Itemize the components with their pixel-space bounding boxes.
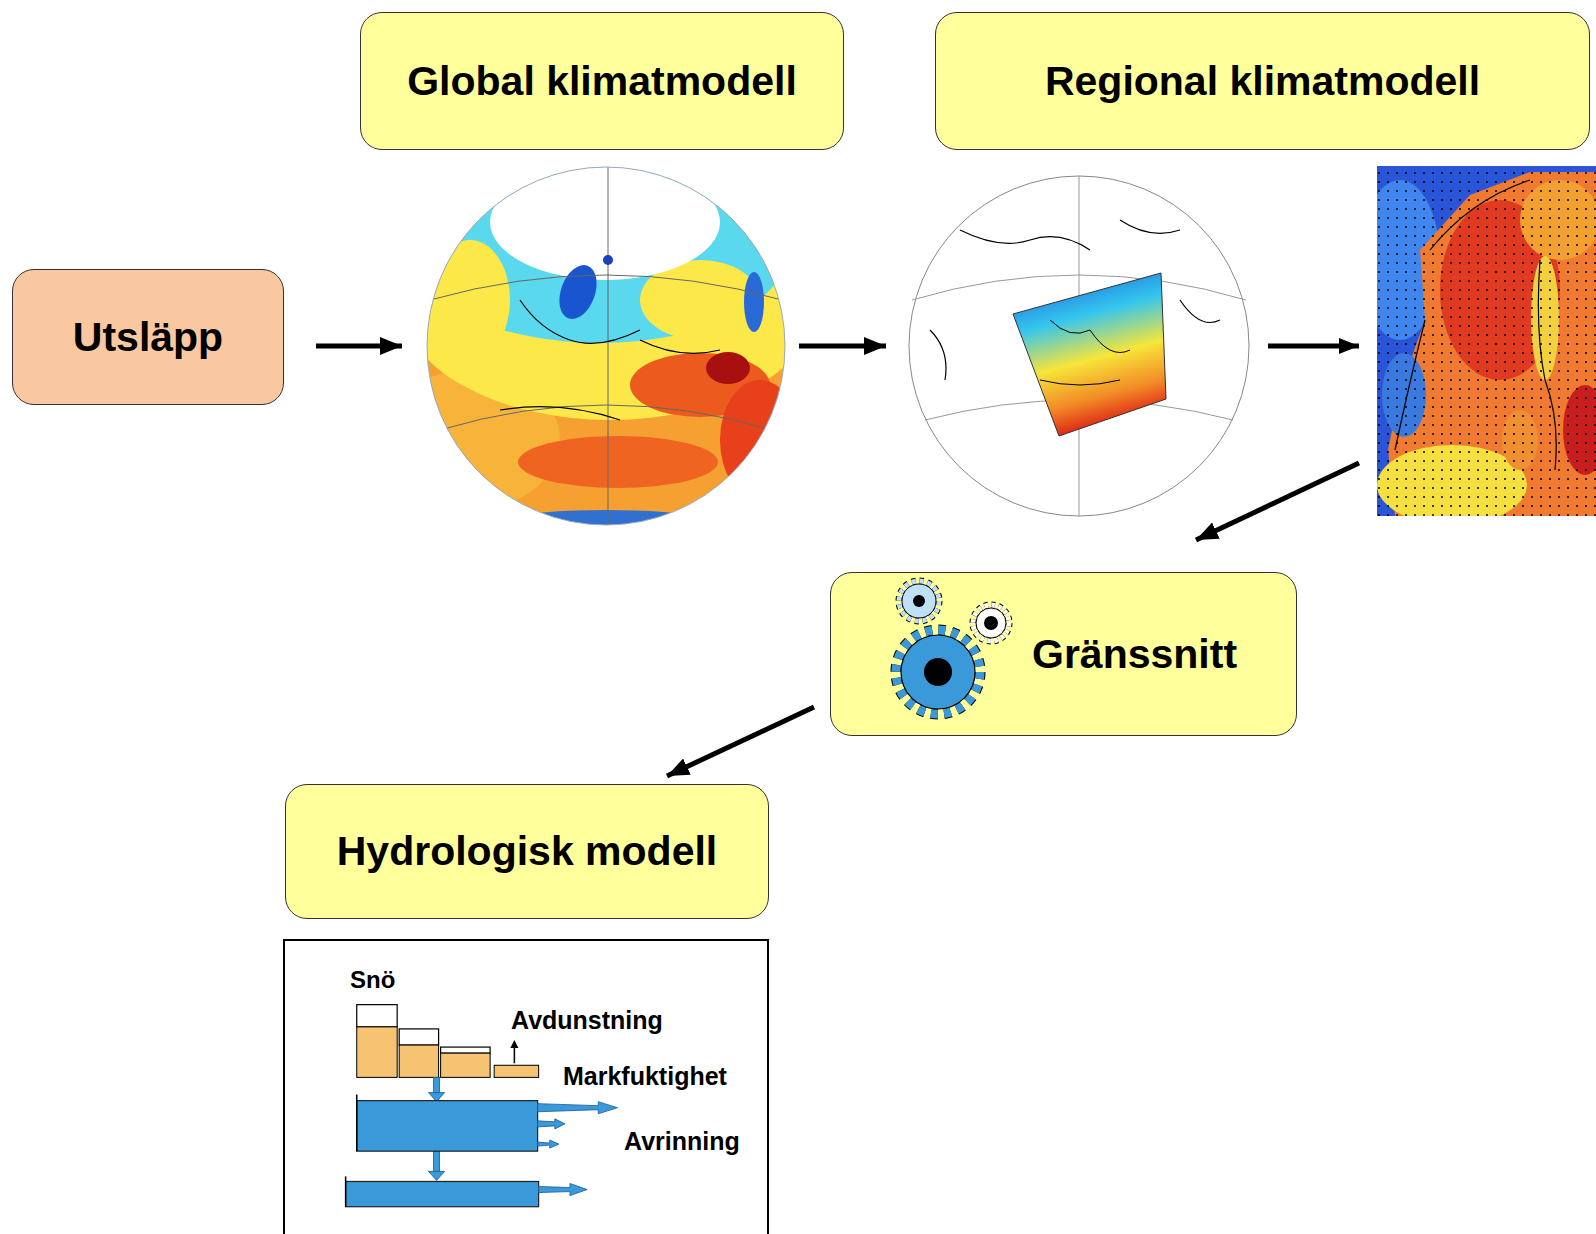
model-box: Hydrologisk modell (285, 784, 769, 919)
input-box: Utsläpp (12, 269, 284, 405)
flow-arrow (667, 707, 814, 776)
flow-arrow (1268, 344, 1359, 349)
scandinavia-map (1377, 166, 1596, 516)
model-box: Global klimatmodell (360, 12, 844, 150)
runoff-arrows (538, 1102, 618, 1196)
flow-arrow (316, 344, 402, 349)
model-box: Gränssnitt (830, 572, 1297, 736)
process-label: Avdunstning (511, 1007, 663, 1035)
global-globe (380, 164, 820, 560)
hydrology-figure: SnöAvdunstningMarkfuktighetAvrinning (283, 939, 769, 1234)
gear-icon (973, 605, 1009, 641)
process-label: Snö (350, 967, 395, 993)
box-label: Hydrologisk modell (337, 828, 717, 875)
process-label: Markfuktighet (563, 1063, 727, 1091)
box-label: Gränssnitt (1032, 631, 1237, 678)
evaporation-arrow (510, 1040, 518, 1063)
flow-arrow (799, 344, 886, 349)
model-box: Regional klimatmodell (935, 12, 1590, 150)
box-label: Regional klimatmodell (1045, 58, 1480, 105)
process-label: Avrinning (624, 1128, 740, 1156)
box-label: Global klimatmodell (407, 58, 797, 105)
storage-boxes (346, 1095, 539, 1207)
box-label: Utsläpp (73, 314, 223, 361)
regional-globe (909, 176, 1249, 516)
globe-rim (427, 167, 785, 525)
flow-arrow (1196, 463, 1359, 540)
gear-icon (899, 581, 939, 621)
soil-moisture-bars (357, 1027, 539, 1078)
gear-icon (896, 630, 980, 714)
